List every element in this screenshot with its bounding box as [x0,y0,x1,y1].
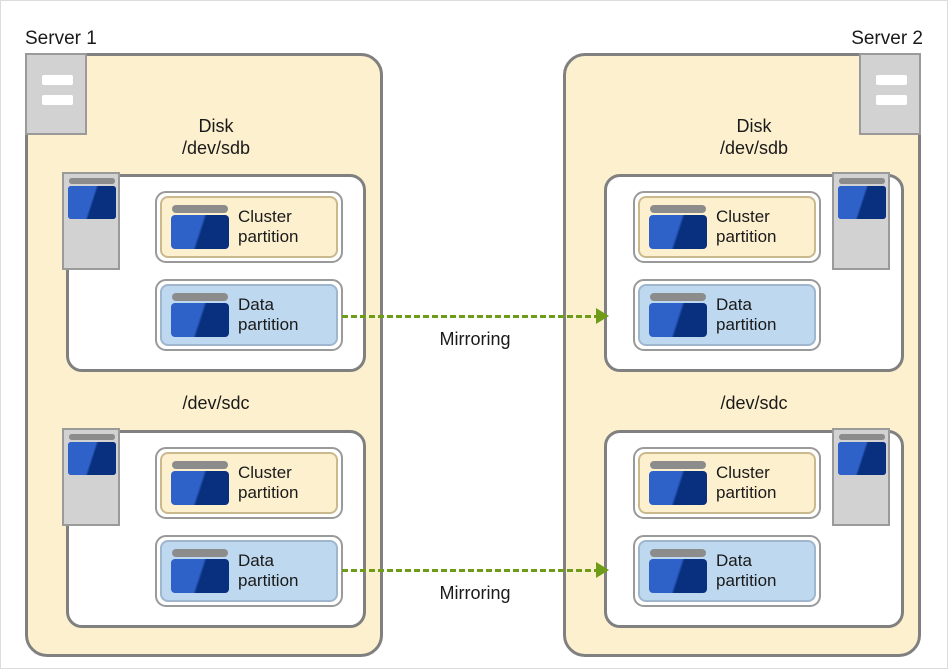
server-1-sdc-data-partition[interactable]: Data partition [155,535,343,607]
server-1-sdb-group: Cluster partition Data partition [66,174,366,372]
mirror-sdc-arrowhead [596,562,609,578]
partition-label: Data partition [716,550,777,590]
server-2-container: Disk /dev/sdb Cluster partition Data par… [563,53,921,657]
drive-icon [649,549,707,593]
server-1-machine-icon [25,53,87,135]
server-1-sdc-cluster-partition[interactable]: Cluster partition [155,447,343,519]
server-2-sdb-data-partition[interactable]: Data partition [633,279,821,351]
mirror-sdb-arrowhead [596,308,609,324]
server-1-sdb-data-partition[interactable]: Data partition [155,279,343,351]
partition-label: Cluster partition [716,462,777,502]
mirror-sdc-label: Mirroring [439,583,511,603]
drive-icon [649,461,707,505]
partition-label: Data partition [238,294,299,334]
drive-icon [171,205,229,249]
partition-label: Data partition [238,550,299,590]
server-2-label: Server 2 [851,28,923,49]
drive-icon [649,205,707,249]
server-1-sdc-caption: /dev/sdc [182,393,250,413]
server-2-sdc-cluster-partition[interactable]: Cluster partition [633,447,821,519]
server-1-sdc-group: Cluster partition Data partition [66,430,366,628]
server-1-sdc-disk-array-icon [62,428,120,526]
drive-icon [171,461,229,505]
server-2-sdc-data-partition[interactable]: Data partition [633,535,821,607]
server-2-sdb-cluster-partition[interactable]: Cluster partition [633,191,821,263]
server-2-sdc-caption: /dev/sdc [720,393,788,413]
server-1-sdb-disk-array-icon [62,172,120,270]
server-1-label: Server 1 [25,28,97,49]
server-2-sdc-disk-array-icon [832,428,890,526]
mirror-sdc-line [342,569,600,572]
server-2-sdb-caption: Disk /dev/sdb [719,116,789,158]
partition-label: Cluster partition [716,206,777,246]
partition-label: Cluster partition [238,462,299,502]
server-2-machine-icon [859,53,921,135]
server-1-sdb-caption: Disk /dev/sdb [181,116,251,158]
server-1-sdb-cluster-partition[interactable]: Cluster partition [155,191,343,263]
server-1-container: Disk /dev/sdb Cluster partition Data par… [25,53,383,657]
mirror-sdb-line [342,315,600,318]
server-2-sdb-group: Cluster partition Data partition [604,174,904,372]
mirror-sdb-label: Mirroring [439,329,511,349]
partition-label: Data partition [716,294,777,334]
partition-label: Cluster partition [238,206,299,246]
drive-icon [171,293,229,337]
drive-icon [171,549,229,593]
server-2-sdc-group: Cluster partition Data partition [604,430,904,628]
drive-icon [649,293,707,337]
server-2-sdb-disk-array-icon [832,172,890,270]
